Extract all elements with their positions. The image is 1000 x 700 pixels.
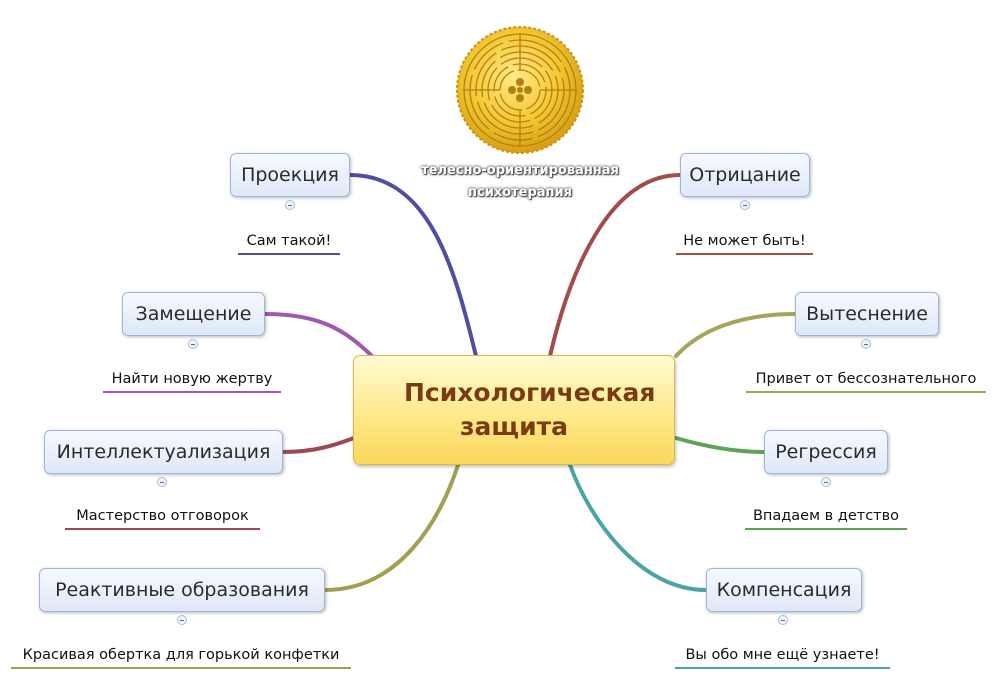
collapse-toggle-reaktivnye[interactable] — [177, 615, 187, 625]
branch-vytesnenie — [674, 312, 797, 358]
logo-caption-line1: телесно-ориентированная — [421, 163, 619, 178]
subtopic-regressiya[interactable]: Впадаем в детство — [745, 504, 907, 530]
branch-otritsanie — [548, 173, 682, 358]
branch-proektsiya — [348, 173, 478, 358]
collapse-toggle-otritsanie[interactable] — [740, 200, 750, 210]
topic-kompensatsiya[interactable]: Компенсация — [706, 568, 862, 612]
collapse-toggle-proektsiya[interactable] — [285, 200, 295, 210]
topic-intellektualizatsiya[interactable]: Интеллектуализация — [44, 430, 283, 474]
topic-zameshchenie[interactable]: Замещение — [122, 292, 265, 336]
subtopic-kompensatsiya[interactable]: Вы обо мне ещё узнаете! — [675, 643, 890, 669]
branch-regressiya — [674, 436, 766, 454]
subtopic-zameshchenie[interactable]: Найти новую жертву — [103, 367, 281, 393]
labyrinth-logo-icon — [456, 26, 584, 154]
topic-reaktivnye[interactable]: Реактивные образования — [39, 568, 325, 612]
collapse-toggle-regressiya[interactable] — [821, 477, 831, 487]
subtopic-vytesnenie[interactable]: Привет от бессознательного — [746, 367, 986, 393]
subtopic-proektsiya[interactable]: Сам такой! — [238, 229, 340, 255]
collapse-toggle-kompensatsiya[interactable] — [778, 615, 788, 625]
branch-kompensatsiya — [568, 463, 708, 592]
logo-caption: телесно-ориентированная психотерапия — [410, 160, 630, 204]
subtopic-otritsanie[interactable]: Не может быть! — [676, 229, 813, 255]
collapse-toggle-zameshchenie[interactable] — [188, 339, 198, 349]
central-topic[interactable]: Психологическая защита — [353, 355, 675, 465]
subtopic-reaktivnye[interactable]: Красивая обертка для горькой конфетки — [11, 643, 351, 669]
topic-otritsanie[interactable]: Отрицание — [680, 153, 810, 197]
branch-intellektualizatsiya — [281, 436, 356, 454]
collapse-toggle-vytesnenie[interactable] — [861, 339, 871, 349]
collapse-toggle-intellektualizatsiya[interactable] — [157, 477, 167, 487]
central-topic-line1: Психологическая — [404, 378, 656, 407]
topic-vytesnenie[interactable]: Вытеснение — [795, 292, 939, 336]
central-topic-line2: защита — [460, 412, 568, 441]
logo-caption-line2: психотерапия — [468, 185, 572, 200]
branch-reaktivnye — [323, 463, 460, 592]
subtopic-intellektualizatsiya[interactable]: Мастерство отговорок — [65, 504, 260, 530]
topic-regressiya[interactable]: Регрессия — [764, 430, 888, 474]
topic-proektsiya[interactable]: Проекция — [230, 153, 350, 197]
branch-zameshchenie — [263, 312, 374, 358]
central-topic-title: Психологическая защита — [404, 376, 656, 444]
